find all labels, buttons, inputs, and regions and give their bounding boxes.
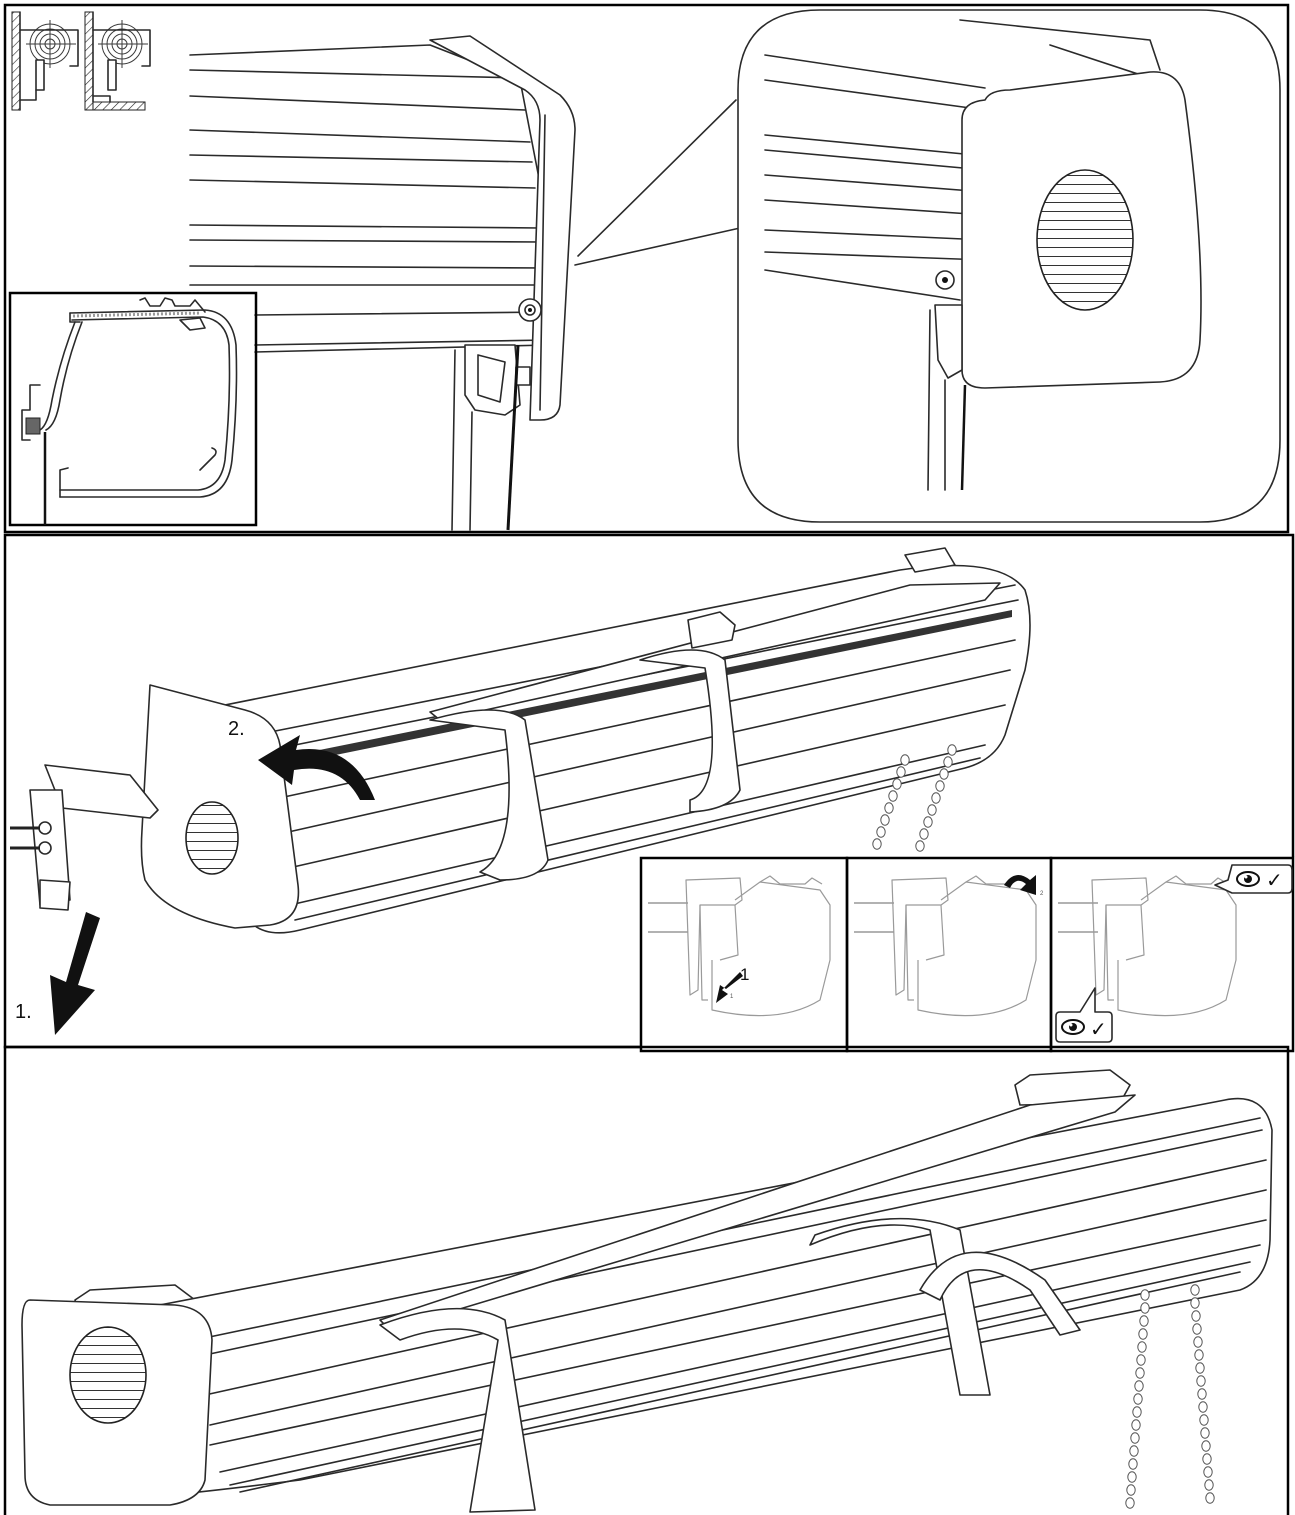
screw-icon <box>10 826 40 850</box>
ceiling-mount-symbol <box>84 11 151 111</box>
detail-step-1-small: 1 <box>730 994 734 1000</box>
arrow-icon <box>716 972 743 1003</box>
detail-step-3: ✓ ✓ <box>1049 856 1295 1053</box>
check-icon: ✓ <box>1090 1017 1107 1041</box>
zoom-callout <box>737 9 1281 523</box>
arrow-icon <box>1004 875 1036 895</box>
detail-strip: 1 1 2 <box>639 856 1295 1053</box>
profile-section-inset <box>8 291 258 527</box>
eye-icon <box>1236 871 1260 887</box>
panel-1-frame <box>3 3 1290 534</box>
step-label-slide: 1. <box>15 1001 32 1023</box>
panel-3-installed-headrail <box>3 1045 1290 1515</box>
headrail-rotated <box>140 547 1031 934</box>
cap-vent <box>69 1326 147 1424</box>
detail-step-1-label: 1 <box>740 965 749 984</box>
arrow-icon <box>258 735 375 800</box>
wall-mount-symbol <box>11 11 79 111</box>
panel-2-attach-steps: 1. 2. <box>3 533 1295 1049</box>
cap-vent <box>1036 169 1134 311</box>
panel-3-frame <box>3 1045 1290 1515</box>
rail-closeup <box>189 35 576 531</box>
detail-step-1: 1 1 <box>639 856 849 1053</box>
detail-step-2-small: 2 <box>1040 891 1044 897</box>
panel-1-end-cap-detail <box>3 3 1290 534</box>
mounting-bracket <box>10 764 159 911</box>
step-label-rotate: 2. <box>228 718 245 740</box>
cap-vent <box>185 801 239 875</box>
eye-icon <box>1061 1019 1085 1035</box>
bead-chain <box>1125 1284 1215 1509</box>
check-icon: ✓ <box>1266 868 1283 892</box>
arrow-icon <box>50 912 100 1035</box>
